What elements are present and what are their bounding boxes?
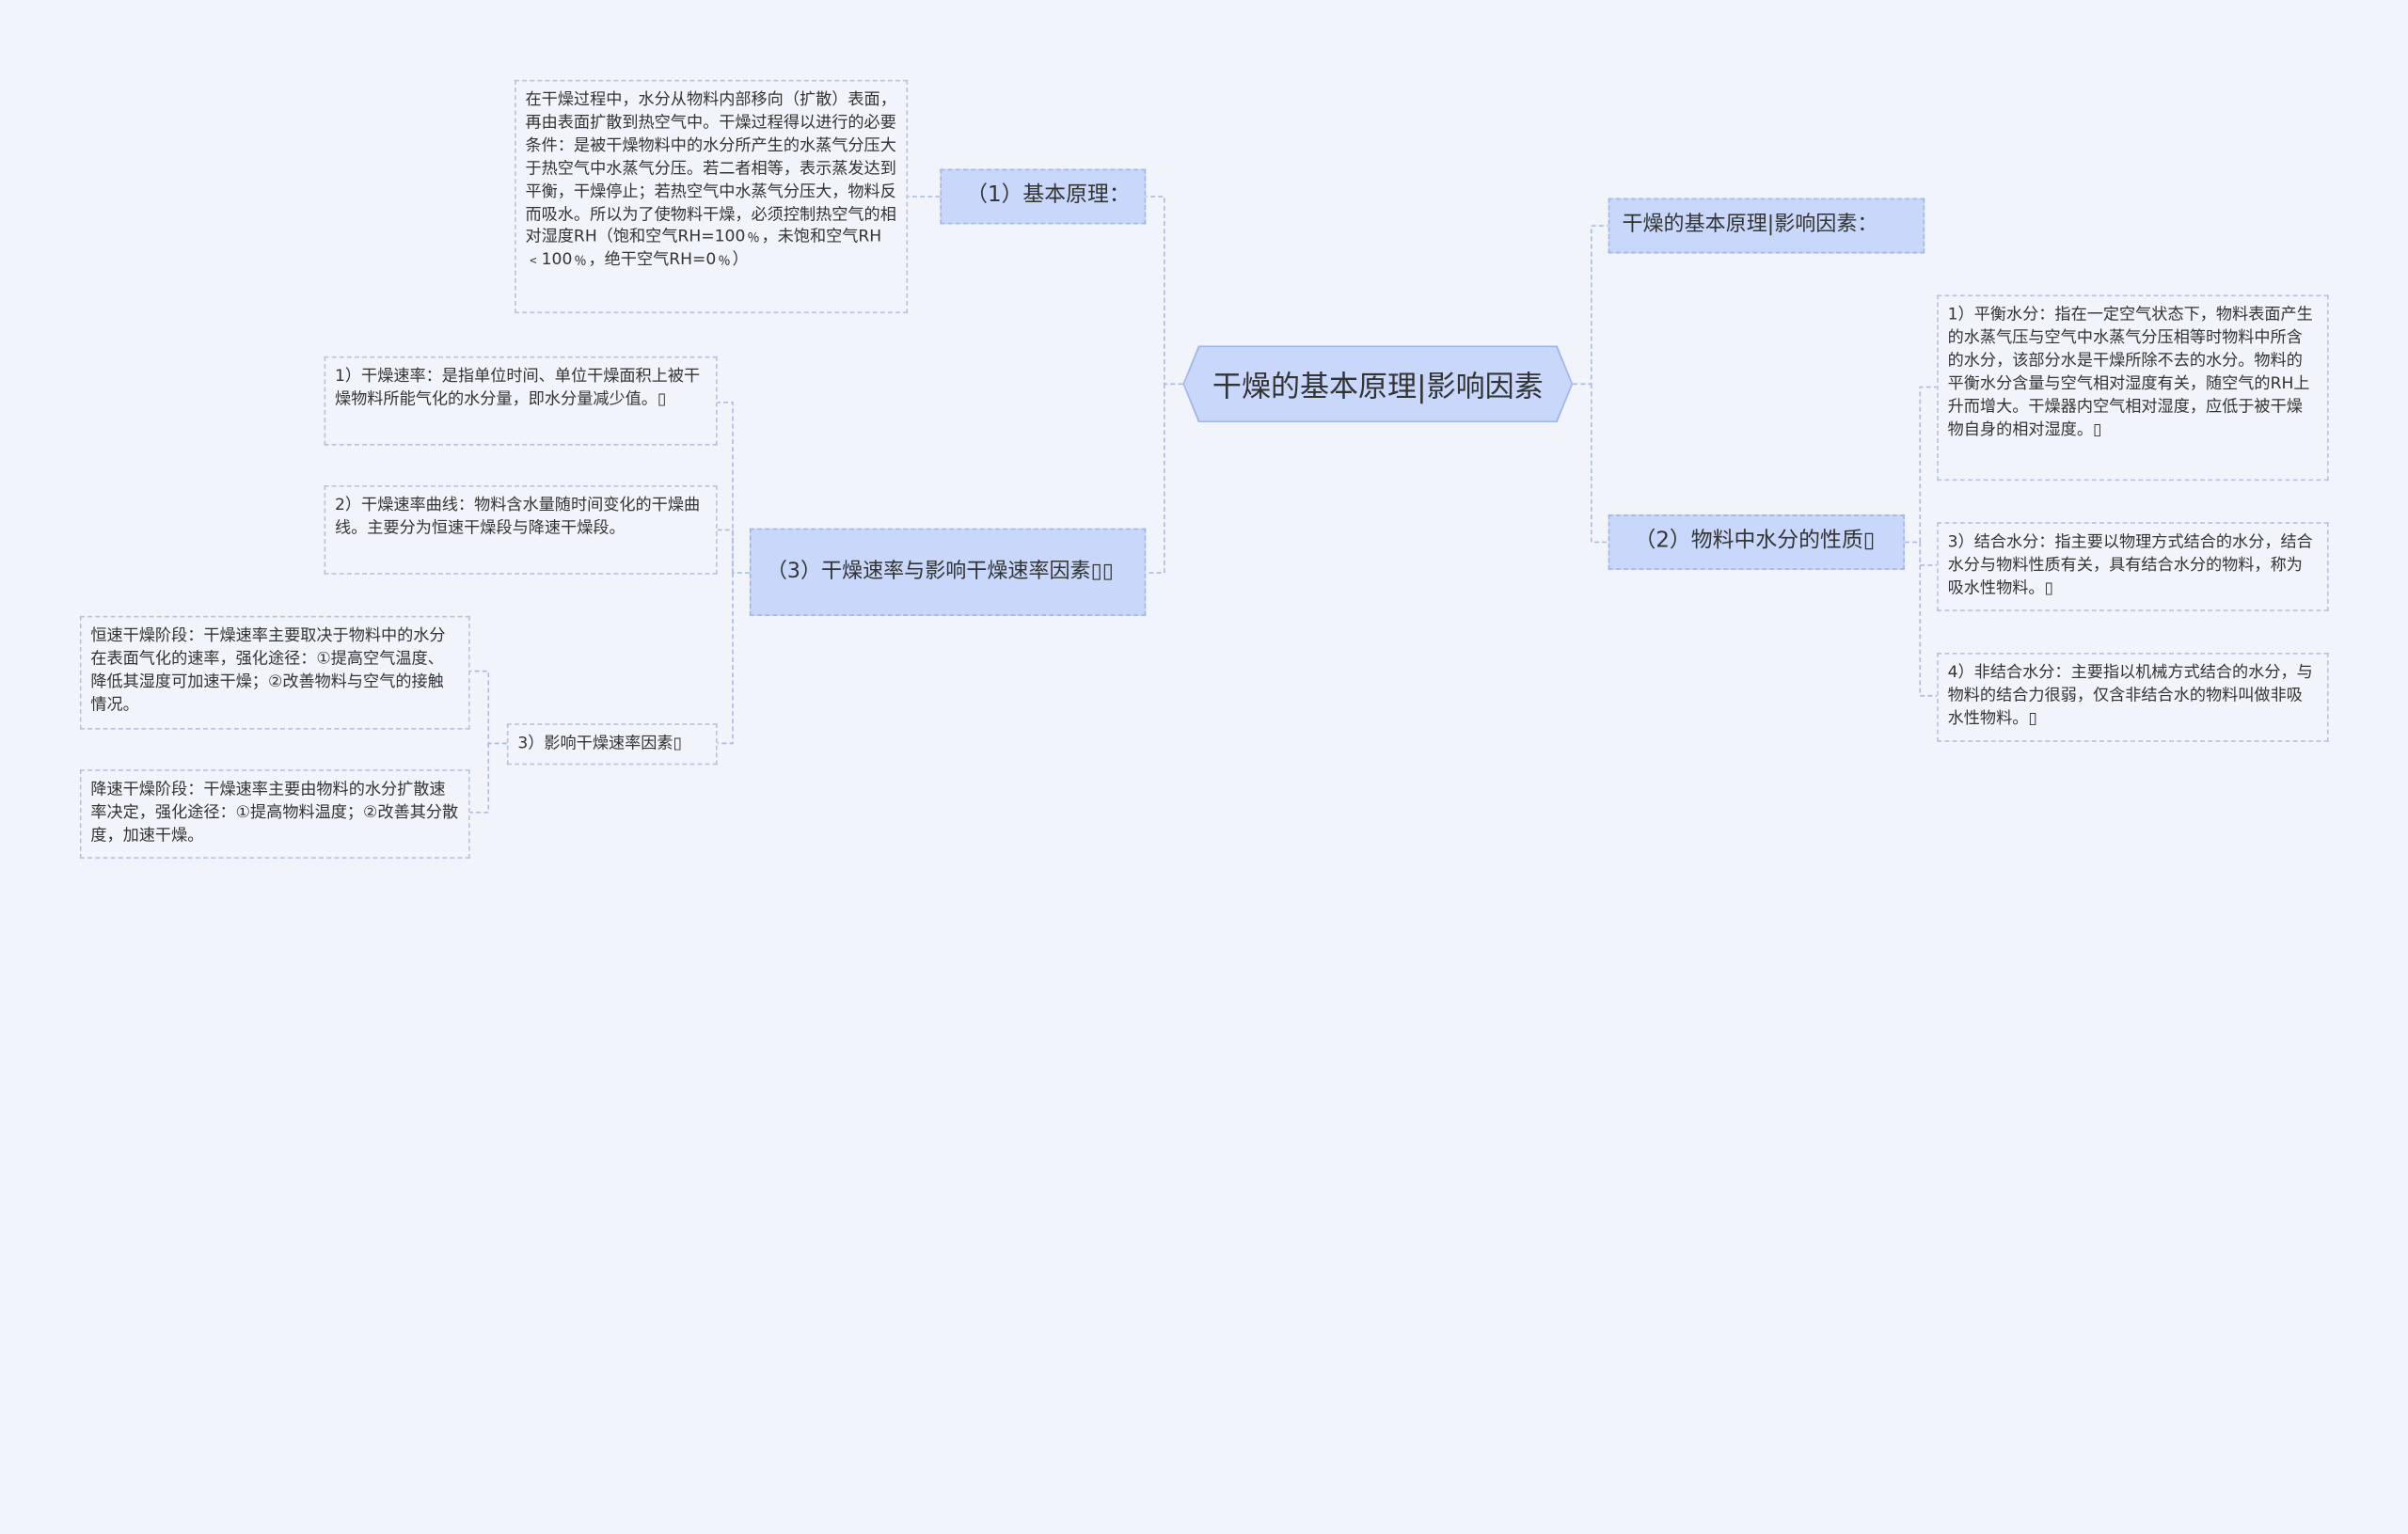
drying-rate-curve: 2）干燥速率曲线：物料含水量随时间变化的干燥曲线。主要分为恒速干燥段与降速干燥段… bbox=[324, 485, 718, 575]
constant-rate-stage-text: 恒速干燥阶段：干燥速率主要取决于物料中的水分在表面气化的速率，强化途径：①提高空… bbox=[90, 626, 446, 714]
drying-rate-topic[interactable]: （3）干燥速率与影响干燥速率因素▯▯ bbox=[749, 528, 1147, 616]
missing-glyph-icon: ▯ bbox=[673, 734, 683, 753]
unbound-moisture-text: 4）非结合水分：主要指以机械方式结合的水分，与物料的结合力很弱，仅含非结合水的物… bbox=[1947, 663, 2313, 728]
bound-moisture: 3）结合水分：指主要以物理方式结合的水分，结合水分与物料性质有关，具有结合水分的… bbox=[1937, 522, 2329, 611]
missing-glyph-icon: ▯ bbox=[1090, 559, 1102, 584]
water-nature-label: （2）物料中水分的性质 bbox=[1634, 528, 1863, 553]
principle-factors-label: 干燥的基本原理|影响因素： bbox=[1622, 213, 1878, 238]
drying-factors-label: 3）影响干燥速率因素 bbox=[517, 734, 673, 753]
drying-factors-topic[interactable]: 3）影响干燥速率因素▯ bbox=[506, 723, 718, 766]
drying-rate-curve-text: 2）干燥速率曲线：物料含水量随时间变化的干燥曲线。主要分为恒速干燥段与降速干燥段… bbox=[334, 496, 701, 538]
drying-rate-definition-text: 1）干燥速率：是指单位时间、单位干燥面积上被干燥物料所能气化的水分量，即水分量减… bbox=[334, 367, 701, 409]
missing-glyph-icon: ▯ bbox=[2028, 709, 2037, 728]
missing-glyph-icon: ▯ bbox=[2044, 578, 2053, 597]
principle-factors-topic[interactable]: 干燥的基本原理|影响因素： bbox=[1608, 198, 1925, 254]
basic-principle-note-text: 在干燥过程中，水分从物料内部移向（扩散）表面，再由表面扩散到热空气中。干燥过程得… bbox=[525, 90, 896, 270]
missing-glyph-icon: ▯ bbox=[657, 389, 667, 409]
bound-moisture-text: 3）结合水分：指主要以物理方式结合的水分，结合水分与物料性质有关，具有结合水分的… bbox=[1947, 532, 2313, 597]
drying-rate-label: （3）干燥速率与影响干燥速率因素 bbox=[766, 559, 1091, 584]
drying-rate-definition: 1）干燥速率：是指单位时间、单位干燥面积上被干燥物料所能气化的水分量，即水分量减… bbox=[324, 356, 718, 446]
water-nature-topic[interactable]: （2）物料中水分的性质▯ bbox=[1608, 514, 1905, 570]
root-node[interactable]: 干燥的基本原理|影响因素 bbox=[1184, 347, 1572, 421]
equilibrium-moisture-text: 1）平衡水分：指在一定空气状态下，物料表面产生的水蒸气压与空气中水蒸气分压相等时… bbox=[1947, 305, 2313, 439]
equilibrium-moisture: 1）平衡水分：指在一定空气状态下，物料表面产生的水蒸气压与空气中水蒸气分压相等时… bbox=[1937, 294, 2329, 482]
connector-lines bbox=[469, 196, 1938, 814]
missing-glyph-icon: ▯ bbox=[1862, 528, 1876, 553]
constant-rate-stage: 恒速干燥阶段：干燥速率主要取决于物料中的水分在表面气化的速率，强化途径：①提高空… bbox=[79, 615, 470, 730]
missing-glyph-icon: ▯ bbox=[2092, 419, 2102, 439]
basic-principle-topic[interactable]: （1）基本原理： bbox=[940, 168, 1147, 225]
basic-principle-note: 在干燥过程中，水分从物料内部移向（扩散）表面，再由表面扩散到热空气中。干燥过程得… bbox=[515, 79, 909, 314]
root-label: 干燥的基本原理|影响因素 bbox=[1212, 369, 1544, 403]
falling-rate-stage-text: 降速干燥阶段：干燥速率主要由物料的水分扩散速率决定，强化途径：①提高物料温度；②… bbox=[90, 780, 459, 845]
falling-rate-stage: 降速干燥阶段：干燥速率主要由物料的水分扩散速率决定，强化途径：①提高物料温度；②… bbox=[79, 769, 470, 859]
basic-principle-label: （1）基本原理： bbox=[966, 182, 1131, 208]
unbound-moisture: 4）非结合水分：主要指以机械方式结合的水分，与物料的结合力很弱，仅含非结合水的物… bbox=[1937, 653, 2329, 742]
missing-glyph-icon: ▯ bbox=[1101, 559, 1114, 584]
